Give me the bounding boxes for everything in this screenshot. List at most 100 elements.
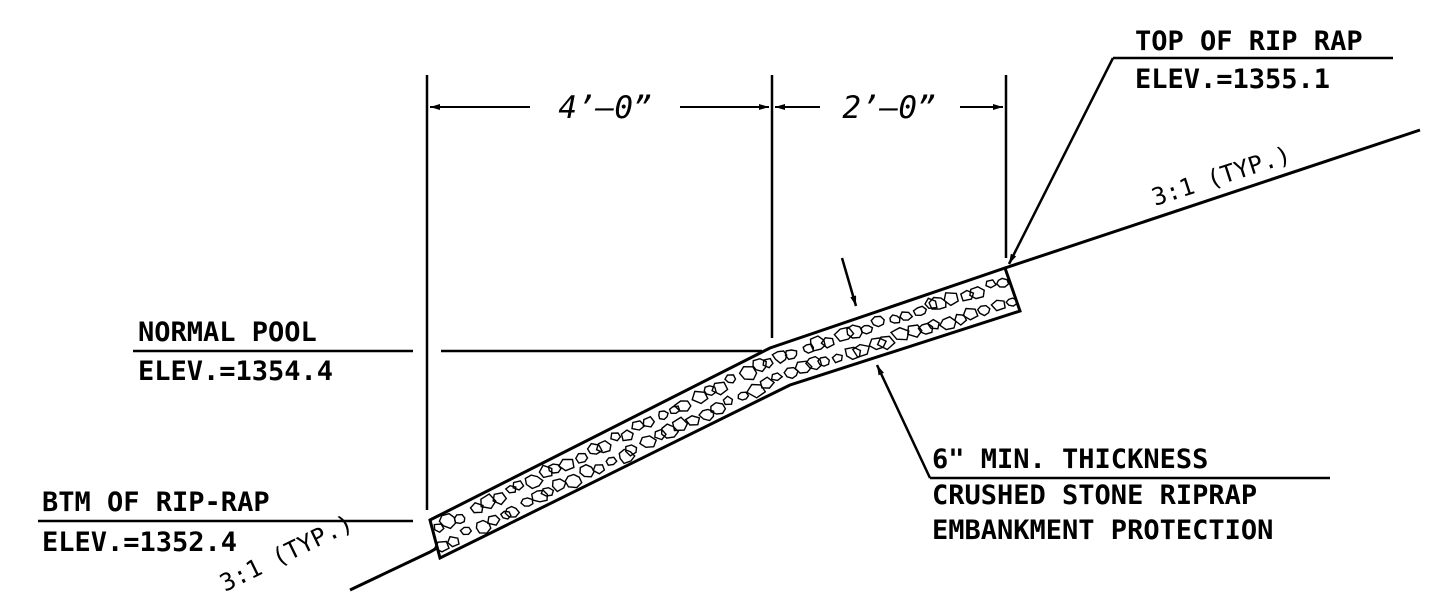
riprap-stone [551, 478, 567, 493]
riprap-stone [453, 513, 466, 525]
riprap-stones [433, 277, 1018, 553]
pool-elev-label: ELEV.=1354.4 [138, 356, 333, 387]
material-label: CRUSHED STONE RIPRAP [932, 480, 1257, 511]
riprap-stone [433, 540, 450, 553]
riprap-stone [660, 423, 680, 439]
riprap-stone [851, 343, 871, 359]
riprap-stone [538, 464, 553, 479]
riprap-stone [953, 313, 968, 326]
riprap-stone [524, 474, 544, 490]
riprap-stone [959, 289, 975, 302]
riprap-stone [724, 374, 737, 384]
riprap-stone [586, 442, 603, 455]
riprap-stone [846, 324, 864, 339]
dimension-2ft: 2’–0” [842, 90, 935, 126]
riprap-stone [928, 296, 947, 310]
riprap-stone [459, 526, 473, 536]
riprap-stone [499, 510, 512, 520]
riprap-stone [487, 514, 501, 526]
riprap-stone [962, 307, 979, 321]
riprap-stone [737, 391, 750, 401]
riprap-stone [710, 401, 727, 415]
btm-elev-label: ELEV.=1352.4 [42, 527, 237, 558]
riprap-stone [592, 464, 606, 475]
riprap-stone [820, 337, 835, 349]
riprap-stone [639, 435, 658, 449]
normal-pool-label: NORMAL POOL [138, 317, 317, 348]
riprap-stone [889, 326, 910, 341]
riprap-stone [762, 357, 774, 369]
riprap-stone [610, 432, 622, 442]
riprap-stone [658, 410, 669, 421]
riprap-stone [860, 324, 874, 335]
riprap-stone [889, 314, 901, 324]
riprap-stone [868, 337, 888, 351]
riprap-stone [969, 286, 985, 300]
riprap-stone [817, 356, 831, 367]
riprap-stone [605, 456, 618, 466]
riprap-stone [976, 304, 991, 317]
riprap-stone [870, 315, 885, 328]
riprap-stone [943, 292, 960, 307]
riprap-stone [595, 439, 612, 454]
riprap-stone [876, 335, 896, 351]
dimension-4ft: 4’–0” [558, 90, 651, 126]
riprap-stone [625, 444, 638, 457]
purpose-label: EMBANKMENT PROTECTION [932, 515, 1273, 546]
riprap-stone [917, 322, 934, 335]
riprap-stone [564, 473, 583, 489]
riprap-stone [512, 480, 525, 491]
riprap-stone [722, 395, 734, 406]
riprap-stone [752, 357, 767, 373]
riprap-stone [492, 492, 508, 506]
riprap-stone [631, 420, 646, 431]
riprap-layer [428, 266, 1022, 561]
riprap-stone [620, 429, 634, 442]
riprap-stone [673, 400, 692, 412]
riprap-stone [770, 372, 784, 382]
thickness-label: 6" MIN. THICKNESS [932, 444, 1208, 475]
riprap-stone [547, 463, 562, 474]
riprap-stone [574, 452, 589, 464]
riprap-stone [557, 458, 575, 472]
top-elev-label: ELEV.=1355.1 [1135, 64, 1330, 95]
riprap-stone [833, 326, 855, 342]
riprap-stone [1005, 297, 1018, 307]
riprap-stone [684, 415, 701, 426]
riprap-stone [438, 512, 457, 530]
riprap-stone [907, 324, 923, 339]
riprap-stone [691, 390, 709, 405]
riprap-stone [475, 519, 492, 534]
riprap-stone [899, 311, 914, 321]
btm-of-riprap-label: BTM OF RIP-RAP [42, 487, 270, 518]
riprap-stone [504, 505, 521, 518]
riprap-stone [446, 535, 460, 548]
riprap-stone [926, 318, 940, 330]
riprap-stone [642, 415, 656, 428]
riprap-stone [540, 486, 555, 497]
thickness-arrow-top [840, 257, 858, 307]
top-leader-line [1007, 57, 1115, 265]
riprap-stone [530, 489, 549, 503]
riprap-stone [711, 381, 729, 396]
riprap-stone [698, 408, 715, 422]
top-of-riprap-label: TOP OF RIP RAP [1135, 26, 1363, 57]
riprap-stone [759, 376, 776, 389]
riprap-stone [784, 349, 798, 361]
riprap-stone [985, 279, 998, 289]
riprap-stone [671, 416, 689, 432]
riprap-stone [794, 360, 813, 374]
riprap-stone [805, 355, 823, 371]
riprap-stone [809, 335, 826, 352]
upper-slope-note: 3:1 (TYP.) [1148, 140, 1294, 211]
riprap-stone [831, 353, 843, 364]
riprap-stone [579, 463, 595, 478]
riprap-stone [912, 305, 928, 317]
riprap-stone [433, 523, 445, 534]
riprap-stone [995, 277, 1010, 288]
riprap-stone [703, 385, 717, 397]
riprap-stone [618, 448, 636, 465]
thickness-leader-line [875, 364, 932, 479]
